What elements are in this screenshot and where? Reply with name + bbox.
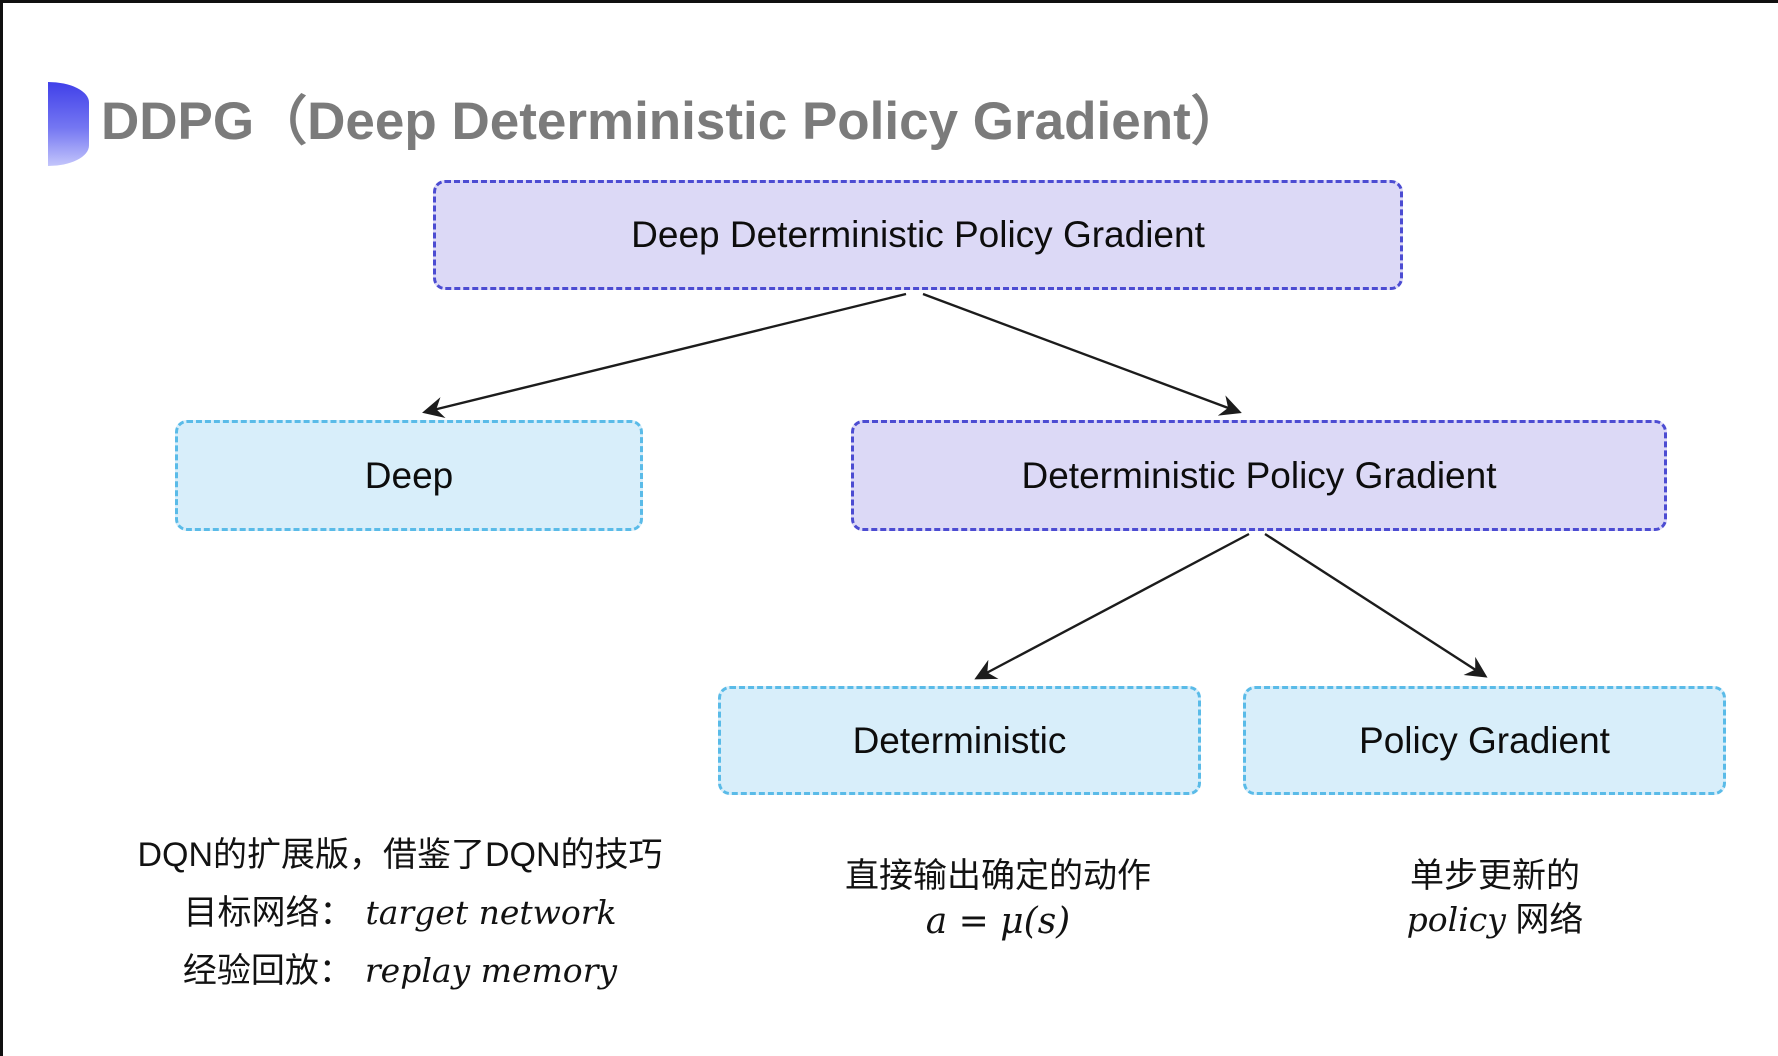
node-deterministic-policy-gradient: Deterministic Policy Gradient <box>851 420 1667 531</box>
note-deep: DQN的扩展版，借鉴了DQN的技巧 目标网络：target network 经验… <box>130 826 670 1000</box>
note-line-target-network: 目标网络：target network <box>183 893 617 932</box>
note-policy-gradient: 单步更新的 policy 网络 <box>1325 854 1665 942</box>
arrow-root-to-dpg <box>922 292 1242 416</box>
page-title: DDPG（Deep Deterministic Policy Gradient） <box>101 92 1244 151</box>
arrow-dpg-to-deterministic <box>974 532 1250 680</box>
arrow-root-to-deep <box>422 292 907 419</box>
node-label: Deep <box>364 454 454 496</box>
title-bullet-icon <box>48 82 89 166</box>
note-line-dqn: DQN的扩展版，借鉴了DQN的技巧 <box>137 836 663 874</box>
node-policy-gradient: Policy Gradient <box>1243 686 1726 795</box>
note-line-policy-network: policy 网络 <box>1406 900 1584 939</box>
node-label: Deep Deterministic Policy Gradient <box>631 214 1205 255</box>
note-deterministic: 直接输出确定的动作 a = μ(s) <box>763 854 1233 946</box>
node-deep: Deep <box>175 420 643 531</box>
node-label: Policy Gradient <box>1359 719 1610 761</box>
node-deep-deterministic-policy-gradient: Deep Deterministic Policy Gradient <box>433 180 1403 290</box>
note-line-update: 单步更新的 <box>1410 857 1580 895</box>
node-label: Deterministic <box>852 719 1067 761</box>
note-line-action: 直接输出确定的动作 <box>845 857 1151 895</box>
node-label: Deterministic Policy Gradient <box>1021 454 1497 496</box>
note-formula: a = μ(s) <box>925 901 1071 942</box>
node-deterministic: Deterministic <box>718 686 1201 795</box>
arrow-dpg-to-policy-gradient <box>1264 532 1488 678</box>
note-line-replay-memory: 经验回放：replay memory <box>182 951 618 990</box>
